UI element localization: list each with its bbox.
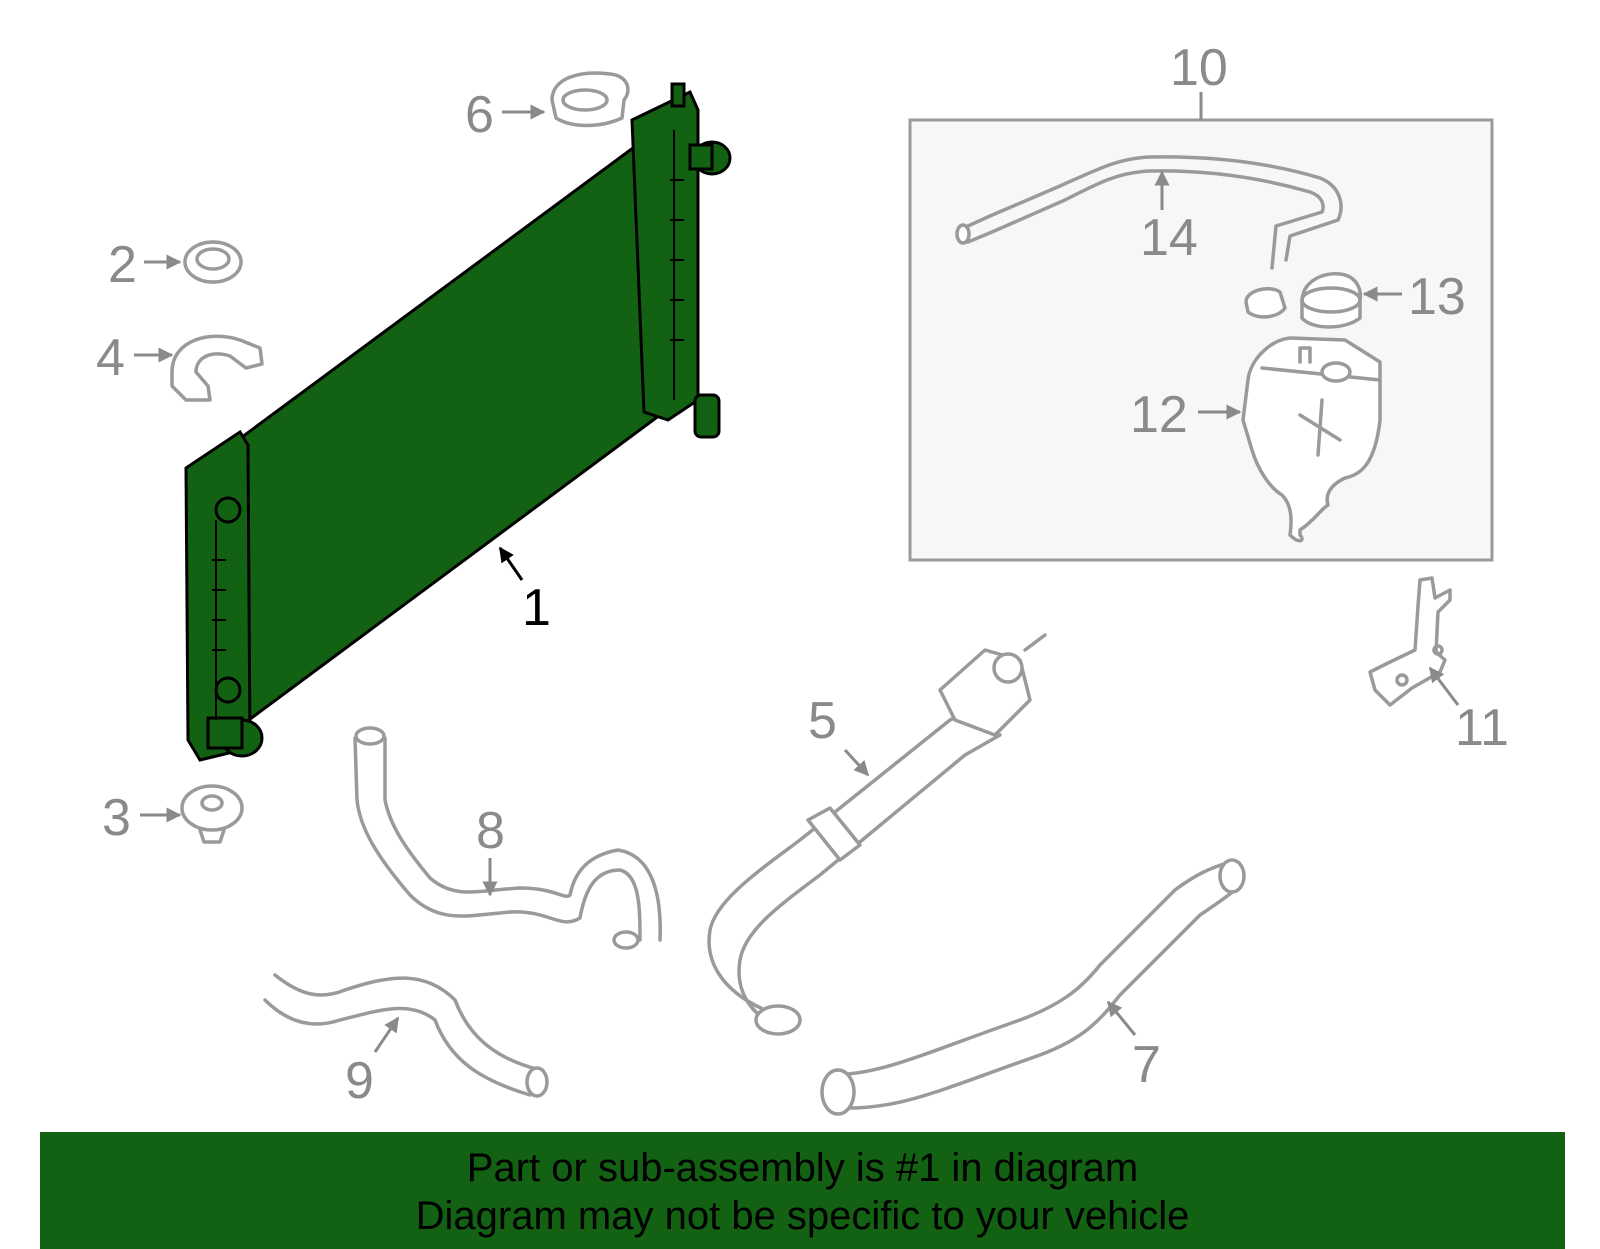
mount-part-3[interactable]: [180, 784, 244, 844]
leader-1: [498, 546, 524, 581]
grommet-part-2[interactable]: [183, 240, 243, 284]
reservoir-kit-box-part-10[interactable]: [908, 92, 1494, 562]
callout-10: 10: [1170, 39, 1228, 97]
callout-13: 13: [1408, 268, 1466, 326]
leader-5: [843, 748, 870, 777]
hose-part-5[interactable]: [707, 633, 1047, 1036]
callout-6: 6: [465, 86, 494, 144]
leader-9: [373, 1016, 400, 1053]
overflow-hose-part-14[interactable]: [955, 155, 1343, 270]
banner-line-1: Part or sub-assembly is #1 in diagram: [466, 1146, 1139, 1190]
callout-14: 14: [1140, 209, 1198, 267]
callout-11: 11: [1455, 699, 1509, 757]
callout-7: 7: [1132, 1036, 1161, 1094]
callout-5: 5: [808, 692, 837, 750]
reservoir-cap-part-13[interactable]: [1244, 271, 1363, 329]
callout-8: 8: [476, 802, 505, 860]
reservoir-tank-part-12[interactable]: [1241, 336, 1382, 543]
callout-2: 2: [108, 236, 137, 294]
radiator-part-1[interactable]: [184, 82, 732, 762]
leader-11: [1428, 666, 1460, 706]
callout-4: 4: [96, 329, 125, 387]
bracket-part-4[interactable]: [170, 334, 264, 402]
callout-3: 3: [102, 789, 131, 847]
callout-9: 9: [345, 1052, 374, 1110]
hose-part-8[interactable]: [353, 726, 662, 950]
leader-7: [1106, 1000, 1137, 1036]
callout-1: 1: [522, 579, 551, 637]
banner-line-2: Diagram may not be specific to your vehi…: [415, 1194, 1190, 1238]
radiator-cap-part-6[interactable]: [550, 71, 630, 128]
hose-part-9[interactable]: [263, 973, 549, 1098]
info-banner: Part or sub-assembly is #1 in diagram Di…: [40, 1132, 1565, 1249]
callout-12: 12: [1130, 386, 1188, 444]
bracket-part-11[interactable]: [1368, 576, 1452, 707]
hose-part-7[interactable]: [820, 858, 1246, 1116]
